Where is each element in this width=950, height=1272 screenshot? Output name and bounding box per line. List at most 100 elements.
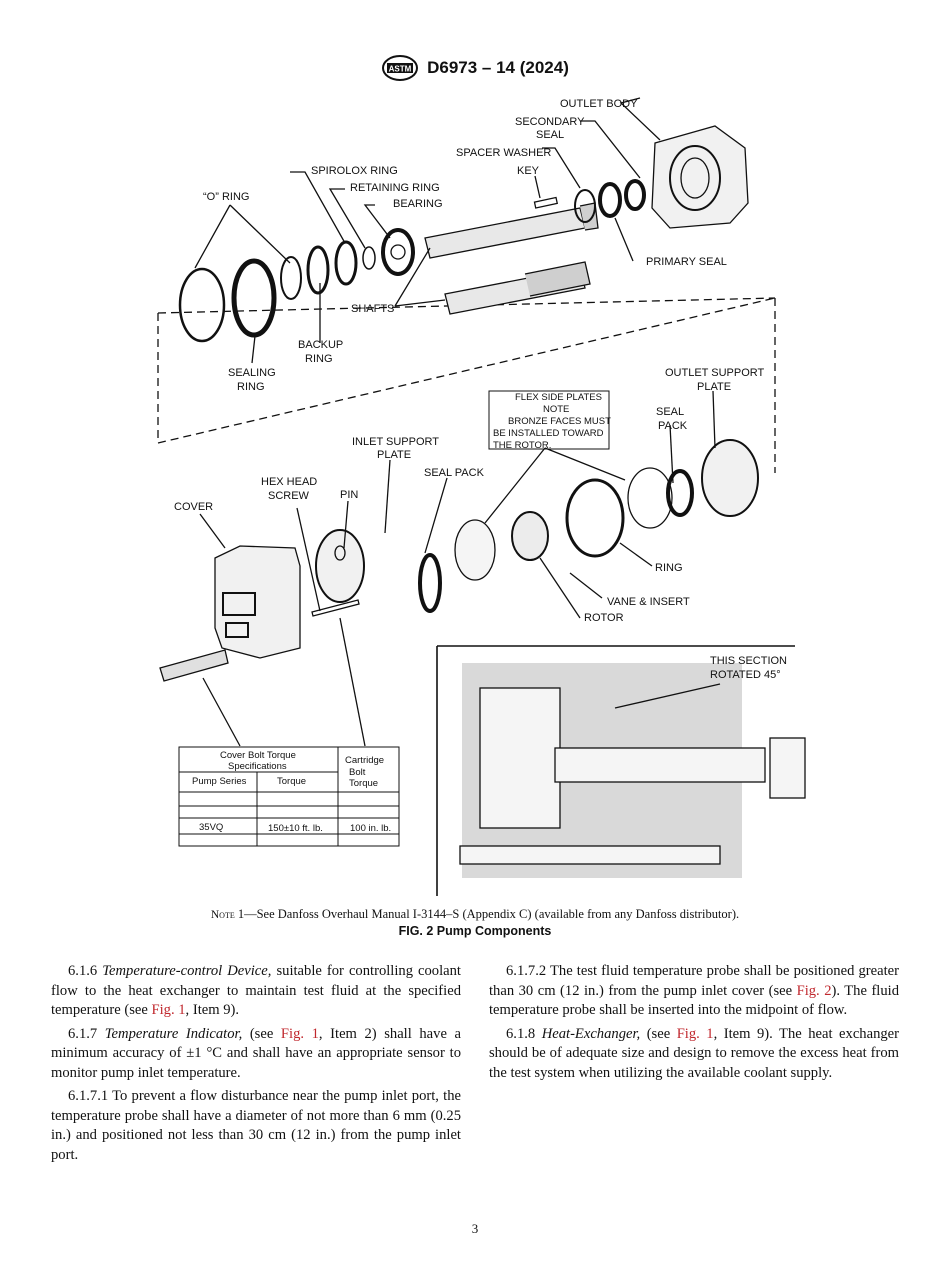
table-header-cartridge-2: Bolt bbox=[349, 767, 366, 778]
table-header-cover-bolt-2: Specifications bbox=[228, 761, 287, 772]
p616-text-a: suitable for controlling coolant flow to… bbox=[51, 963, 461, 1018]
p616-text-b: , Item 9). bbox=[185, 1002, 240, 1018]
table-header-cartridge-1: Cartridge bbox=[345, 755, 384, 766]
label-shafts: SHAFTS bbox=[351, 303, 394, 315]
label-bearing: BEARING bbox=[393, 198, 443, 210]
label-key: KEY bbox=[517, 165, 540, 177]
outlet-support-plate-part bbox=[701, 439, 759, 517]
label-secondary-seal-2: SEAL bbox=[536, 129, 564, 141]
p618-text-b: , Item 9). The heat exchanger should be … bbox=[489, 1025, 899, 1081]
primary-seal-part bbox=[598, 182, 622, 218]
label-seal-pack: SEAL PACK bbox=[424, 467, 485, 479]
label-primary-seal: PRIMARY SEAL bbox=[646, 256, 727, 268]
outlet-body-part bbox=[651, 125, 749, 229]
note-label: Note bbox=[210, 909, 235, 921]
fig2-link[interactable]: Fig. 2 bbox=[796, 982, 832, 999]
bearing-part bbox=[381, 228, 415, 276]
document-code: D6973 – 14 (2024) bbox=[427, 58, 569, 77]
label-seal-pack-right-2: PACK bbox=[658, 420, 688, 432]
label-section-1: THIS SECTION bbox=[710, 655, 787, 667]
flex-note-line-2: NOTE bbox=[543, 404, 569, 415]
p617-num: 6.1.7 bbox=[68, 1025, 105, 1042]
table-cell-series: 35VQ bbox=[199, 822, 223, 833]
label-o-ring: “O” RING bbox=[203, 191, 249, 203]
flex-note-box bbox=[488, 390, 610, 450]
figure-caption: FIG. 2 Pump Components bbox=[398, 924, 552, 938]
page-header: ASTM D6973 – 14 (2024) bbox=[0, 55, 950, 86]
fig1-link-a[interactable]: Fig. 1 bbox=[151, 1002, 186, 1018]
label-section-2: ROTATED 45° bbox=[710, 669, 781, 681]
p617-title: Temperature Indicator, bbox=[104, 1025, 243, 1042]
label-ring: RING bbox=[655, 562, 683, 574]
p6172-text-b: ). The fluid temperature probe shall be … bbox=[489, 982, 900, 1019]
flex-side-plate-right-part bbox=[627, 467, 673, 529]
right-column: 6.1.7.2 The test fluid temperature probe… bbox=[489, 962, 899, 1087]
exploded-bracket bbox=[157, 297, 776, 473]
label-outlet-support-plate-1: OUTLET SUPPORT bbox=[665, 367, 765, 379]
label-backup-ring-1: BACKUP bbox=[298, 339, 343, 351]
cover-part bbox=[214, 545, 301, 659]
fig1-link-c[interactable]: Fig. 1 bbox=[676, 1025, 714, 1042]
label-spirolox-ring: SPIROLOX RING bbox=[311, 165, 398, 177]
p6172-text-a: 6.1.7.2 The test fluid temperature probe… bbox=[489, 963, 899, 999]
label-secondary-seal-1: SECONDARY bbox=[515, 116, 585, 128]
p618-title: Heat-Exchanger, bbox=[541, 1025, 641, 1042]
label-retaining-ring: RETAINING RING bbox=[350, 182, 440, 194]
p618-num: 6.1.8 bbox=[506, 1025, 542, 1042]
label-hex-head-screw-2: SCREW bbox=[268, 490, 310, 502]
label-cover: COVER bbox=[174, 501, 213, 513]
p616-title: Temperature-control Device, bbox=[102, 963, 272, 979]
astm-logo: ASTM bbox=[382, 55, 419, 81]
label-sealing-ring-1: SEALING bbox=[228, 367, 276, 379]
table-header-cartridge-3: Torque bbox=[349, 778, 378, 789]
key-part bbox=[533, 196, 559, 209]
p616-num: 6.1.6 bbox=[68, 963, 103, 979]
o-ring-small-part bbox=[280, 256, 302, 300]
note-text: 1—See Danfoss Overhaul Manual I-3144–S (… bbox=[234, 907, 740, 921]
flex-note-line-4: BE INSTALLED TOWARD bbox=[493, 428, 604, 439]
table-col-torque: Torque bbox=[277, 776, 306, 787]
p617-text-a: (see bbox=[242, 1025, 281, 1042]
label-vane-insert: VANE & INSERT bbox=[607, 596, 690, 608]
label-inlet-support-plate-1: INLET SUPPORT bbox=[352, 436, 439, 448]
inlet-support-plate-part bbox=[315, 529, 365, 603]
table-header-cover-bolt-1: Cover Bolt Torque bbox=[220, 750, 296, 761]
flex-side-plate-part bbox=[454, 519, 496, 581]
label-backup-ring-2: RING bbox=[305, 353, 333, 365]
label-outlet-body: OUTLET BODY bbox=[560, 98, 638, 110]
paragraph-6-1-7-2: 6.1.7.2 The test fluid temperature probe… bbox=[489, 962, 899, 1021]
fig1-link-b[interactable]: Fig. 1 bbox=[280, 1025, 319, 1042]
rotor-part bbox=[511, 511, 549, 561]
label-rotor: ROTOR bbox=[584, 612, 624, 624]
label-inlet-support-plate-2: PLATE bbox=[377, 449, 411, 461]
paragraph-6-1-7: 6.1.7 Temperature Indicator, (see Fig. 1… bbox=[51, 1025, 461, 1084]
label-sealing-ring-2: RING bbox=[237, 381, 265, 393]
label-pin: PIN bbox=[340, 489, 358, 501]
p618-text-a: (see bbox=[640, 1025, 677, 1042]
flex-note-line-3: BRONZE FACES MUST bbox=[508, 416, 611, 427]
paragraph-6-1-8: 6.1.8 Heat-Exchanger, (see Fig. 1, Item … bbox=[489, 1025, 899, 1084]
pump-components-figure: OUTLET BODY SECONDARY SEAL SPACER WASHER… bbox=[140, 88, 820, 900]
torque-table: Cover Bolt Torque Specifications Cartrid… bbox=[178, 746, 400, 847]
spacer-washer-part bbox=[574, 189, 596, 223]
cover-bolt-part bbox=[159, 649, 229, 682]
label-seal-pack-right-1: SEAL bbox=[656, 406, 684, 418]
table-cell-cartridge: 100 in. lb. bbox=[350, 823, 391, 834]
left-column: 6.1.6 Temperature-control Device, suitab… bbox=[51, 962, 461, 1169]
label-hex-head-screw-1: HEX HEAD bbox=[261, 476, 317, 488]
o-ring-part bbox=[178, 267, 226, 343]
hex-head-screw-part bbox=[311, 599, 360, 617]
pump-components-drawing: OUTLET BODY SECONDARY SEAL SPACER WASHER… bbox=[157, 97, 806, 896]
flex-note-line-5: THE ROTOR. bbox=[493, 440, 551, 451]
spirolox-ring-part bbox=[334, 240, 358, 286]
retaining-ring-part bbox=[362, 246, 376, 270]
pin-part bbox=[334, 545, 346, 561]
paragraph-6-1-7-1: 6.1.7.1 To prevent a flow disturbance ne… bbox=[51, 1088, 461, 1163]
backup-ring-part bbox=[306, 245, 330, 295]
seal-pack-right-part bbox=[666, 469, 694, 517]
label-spacer-washer: SPACER WASHER bbox=[456, 147, 551, 159]
flex-note-line-1: FLEX SIDE PLATES bbox=[515, 392, 602, 403]
p617-text-b: , Item 2) shall have a minimum accuracy … bbox=[51, 1025, 461, 1081]
secondary-seal-part bbox=[624, 179, 646, 211]
svg-text:ASTM: ASTM bbox=[389, 65, 412, 74]
